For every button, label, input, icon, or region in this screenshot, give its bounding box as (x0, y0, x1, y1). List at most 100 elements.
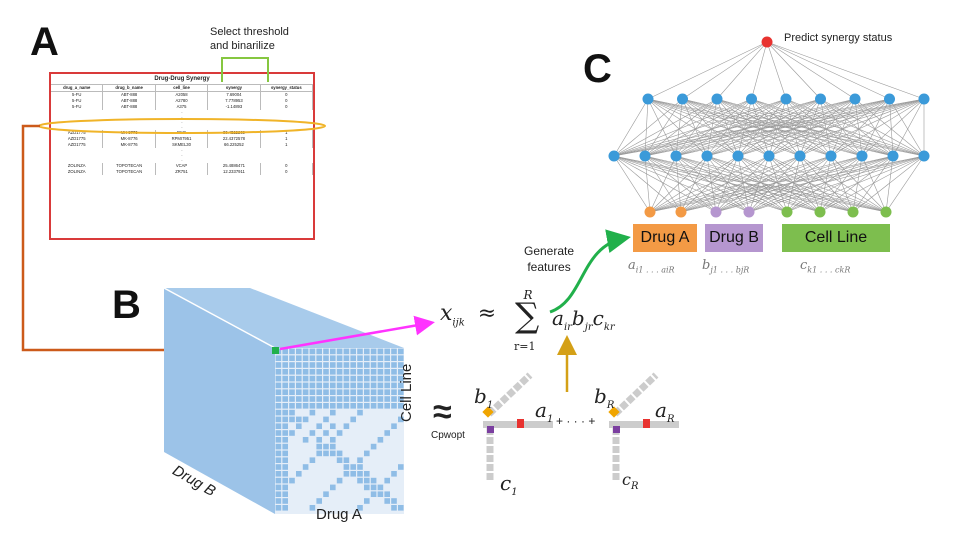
network-edge (854, 98, 925, 157)
cube-cell (398, 403, 404, 409)
network-edge (706, 98, 856, 157)
cube-cell (350, 416, 356, 423)
predict-label: Predict synergy status (784, 32, 893, 44)
vector-b1: b1 (474, 384, 494, 411)
network-edge (647, 98, 832, 157)
network-edge (830, 155, 887, 213)
network-edge (649, 155, 863, 213)
network-edge (706, 155, 854, 213)
cube-cell (282, 416, 288, 423)
hidden-node (780, 93, 792, 105)
network-edge (892, 98, 925, 157)
hidden-node (856, 150, 868, 162)
cube-cell (343, 355, 350, 361)
cube-cell (309, 382, 316, 389)
network-edge (716, 98, 863, 157)
table-cell: AZD1775 (51, 130, 104, 136)
cube-cell (316, 355, 322, 361)
table-cell: 22.4372578 (208, 136, 261, 142)
sum-upper-limit: R (523, 288, 533, 302)
cube-cell (384, 355, 390, 361)
network-edge (715, 155, 801, 213)
cube-cell (398, 369, 404, 375)
cell-line-features: ck1 . . . ckR (800, 258, 851, 275)
cube-cell (357, 457, 363, 463)
cube-cell (384, 403, 390, 409)
network-edge (682, 98, 894, 157)
cube-cell (282, 382, 288, 389)
cube-cell (343, 423, 350, 429)
cube-cell (316, 437, 322, 443)
network-edge (644, 155, 717, 213)
equation-rhs: airbjrckr (552, 306, 615, 333)
cube-cell (275, 375, 282, 382)
cube-cell (384, 498, 390, 504)
cube-cell (377, 403, 384, 409)
cube-cell (336, 457, 343, 463)
hidden-node (642, 93, 654, 105)
equation-lhs: x (440, 301, 453, 326)
cpwopt-label: Cpwopt (431, 430, 465, 441)
cube-cell (357, 355, 363, 361)
network-edge (820, 98, 925, 157)
network-edge (820, 98, 832, 157)
network-edge (647, 98, 770, 157)
network-edge (649, 155, 894, 213)
cube-cell (370, 348, 377, 355)
cube-cell (377, 362, 384, 368)
cube-cell (275, 464, 282, 470)
cube-cell (336, 396, 343, 402)
network-edge (889, 98, 894, 157)
cell-to-equation-arrow (279, 315, 435, 351)
network-edge (799, 98, 856, 157)
cube-cell (309, 403, 316, 409)
network-edge (766, 41, 787, 100)
network-edge (786, 155, 801, 213)
cube-cell (370, 443, 377, 450)
column-header: synergy (208, 85, 261, 91)
cube-cell (336, 389, 343, 395)
cube-cell (391, 369, 397, 375)
network-edge (748, 155, 801, 213)
term-c: c (592, 306, 604, 330)
cube-cell (289, 355, 295, 361)
hidden-node (763, 150, 775, 162)
network-edge (854, 98, 863, 157)
cube-cell (275, 382, 282, 389)
cube-cell (398, 348, 404, 355)
network-edge (748, 155, 832, 213)
table-cell: AZD1775 (51, 142, 104, 148)
network-edge (715, 155, 770, 213)
cube-cell (391, 396, 397, 402)
generate-features-arrow (549, 229, 631, 314)
network-edge (785, 98, 894, 157)
network-edge (706, 155, 717, 213)
network-edge (751, 98, 894, 157)
network-edge (675, 98, 856, 157)
network-edge (885, 155, 925, 213)
cube-cell (316, 389, 322, 395)
network-edges (613, 41, 925, 213)
synergy-table: Drug-Drug Synergy drug_a_name drug_b_nam… (49, 72, 315, 240)
hidden-node (677, 93, 688, 105)
input-node (847, 206, 859, 218)
network-edge (706, 155, 821, 213)
cube-cell (302, 389, 309, 395)
cube-cell (309, 355, 316, 361)
table-cell: -1.14893 (208, 104, 261, 110)
cube-cell (323, 416, 329, 423)
cube-cell (391, 382, 397, 389)
network-edge (768, 155, 821, 213)
cube-cell (282, 409, 288, 416)
network-edge (751, 98, 863, 157)
network-edge (649, 155, 925, 213)
input-node (781, 206, 793, 218)
network-edge (785, 98, 863, 157)
cube-cell (316, 369, 322, 375)
network-edge (647, 98, 863, 157)
cube-cell (330, 389, 336, 395)
cube-cell (343, 403, 350, 409)
network-edge (644, 98, 787, 157)
cube-cell (384, 362, 390, 368)
network-edge (786, 155, 863, 213)
